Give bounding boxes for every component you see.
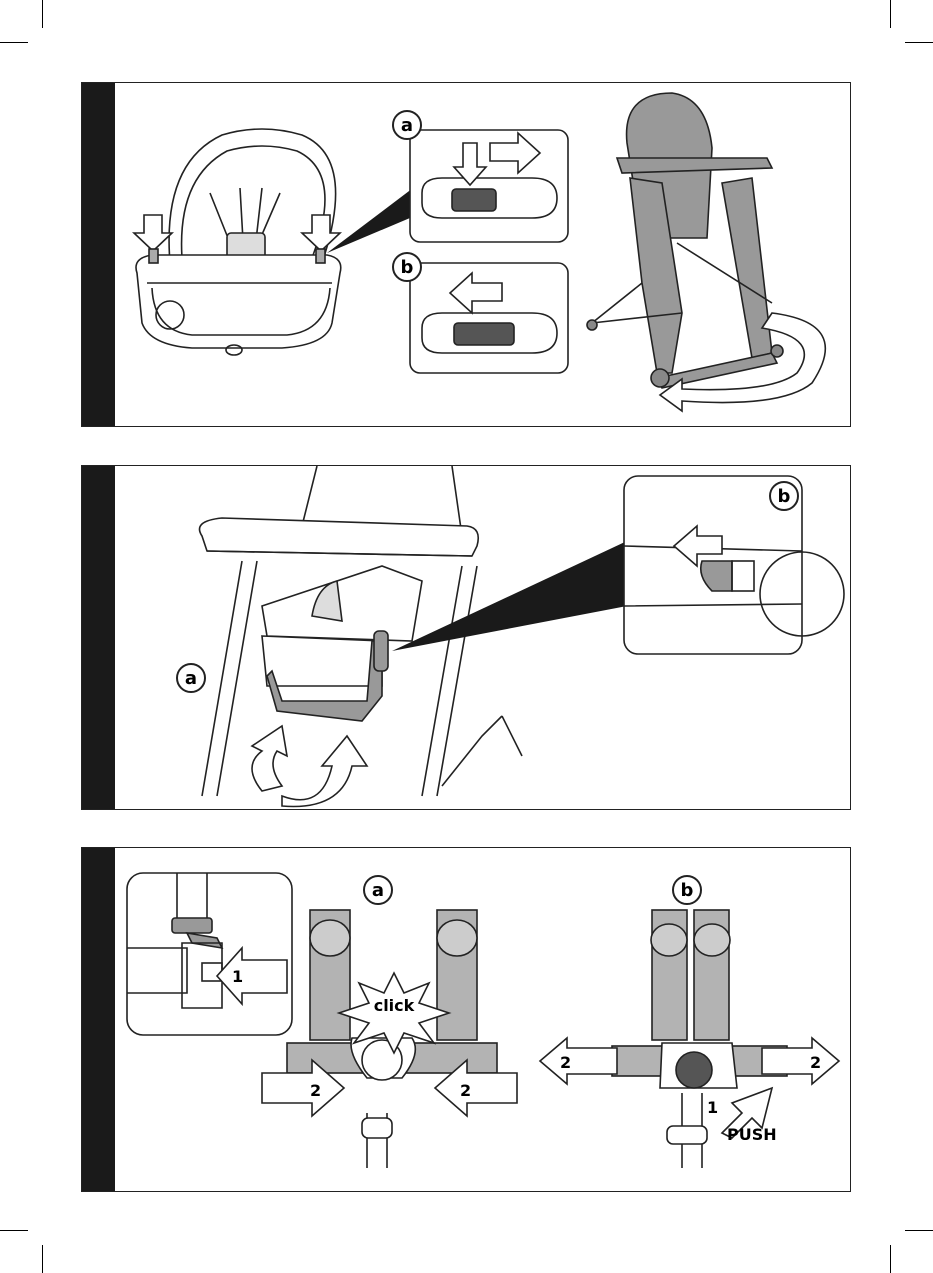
callout-b-label: b xyxy=(778,486,791,507)
step-2-right-b-label: 2 xyxy=(810,1053,821,1072)
crop-mark xyxy=(905,42,933,43)
step-2-left-a-label: 2 xyxy=(310,1081,321,1100)
crop-mark xyxy=(905,1230,933,1231)
callout-a-label: a xyxy=(185,668,197,689)
panel-1-illustration: a b xyxy=(82,83,851,427)
step-2-left-b-label: 2 xyxy=(560,1053,571,1072)
panel-2-footrest: b a xyxy=(81,465,851,810)
panel-1-tray-removal: a b xyxy=(81,82,851,427)
step-2-right-a-label: 2 xyxy=(460,1081,471,1100)
crop-mark xyxy=(42,0,43,28)
panel-2-illustration: b a xyxy=(82,466,851,810)
crop-mark xyxy=(890,0,891,28)
crop-mark xyxy=(890,1245,891,1273)
callout-a-label: a xyxy=(401,115,413,136)
crop-mark xyxy=(42,1245,43,1273)
callout-a-label: a xyxy=(372,880,384,901)
panel-3-illustration: 1 click 2 2 a xyxy=(82,848,851,1192)
callout-b-label: b xyxy=(401,257,414,278)
callout-b-label: b xyxy=(681,880,694,901)
push-label: PUSH xyxy=(727,1125,777,1144)
step-1-label: 1 xyxy=(232,967,243,986)
step-1-push-label: 1 xyxy=(707,1098,718,1117)
crop-mark xyxy=(0,42,28,43)
click-label: click xyxy=(374,996,415,1015)
crop-mark xyxy=(0,1230,28,1231)
panel-3-harness: 1 click 2 2 a xyxy=(81,847,851,1192)
